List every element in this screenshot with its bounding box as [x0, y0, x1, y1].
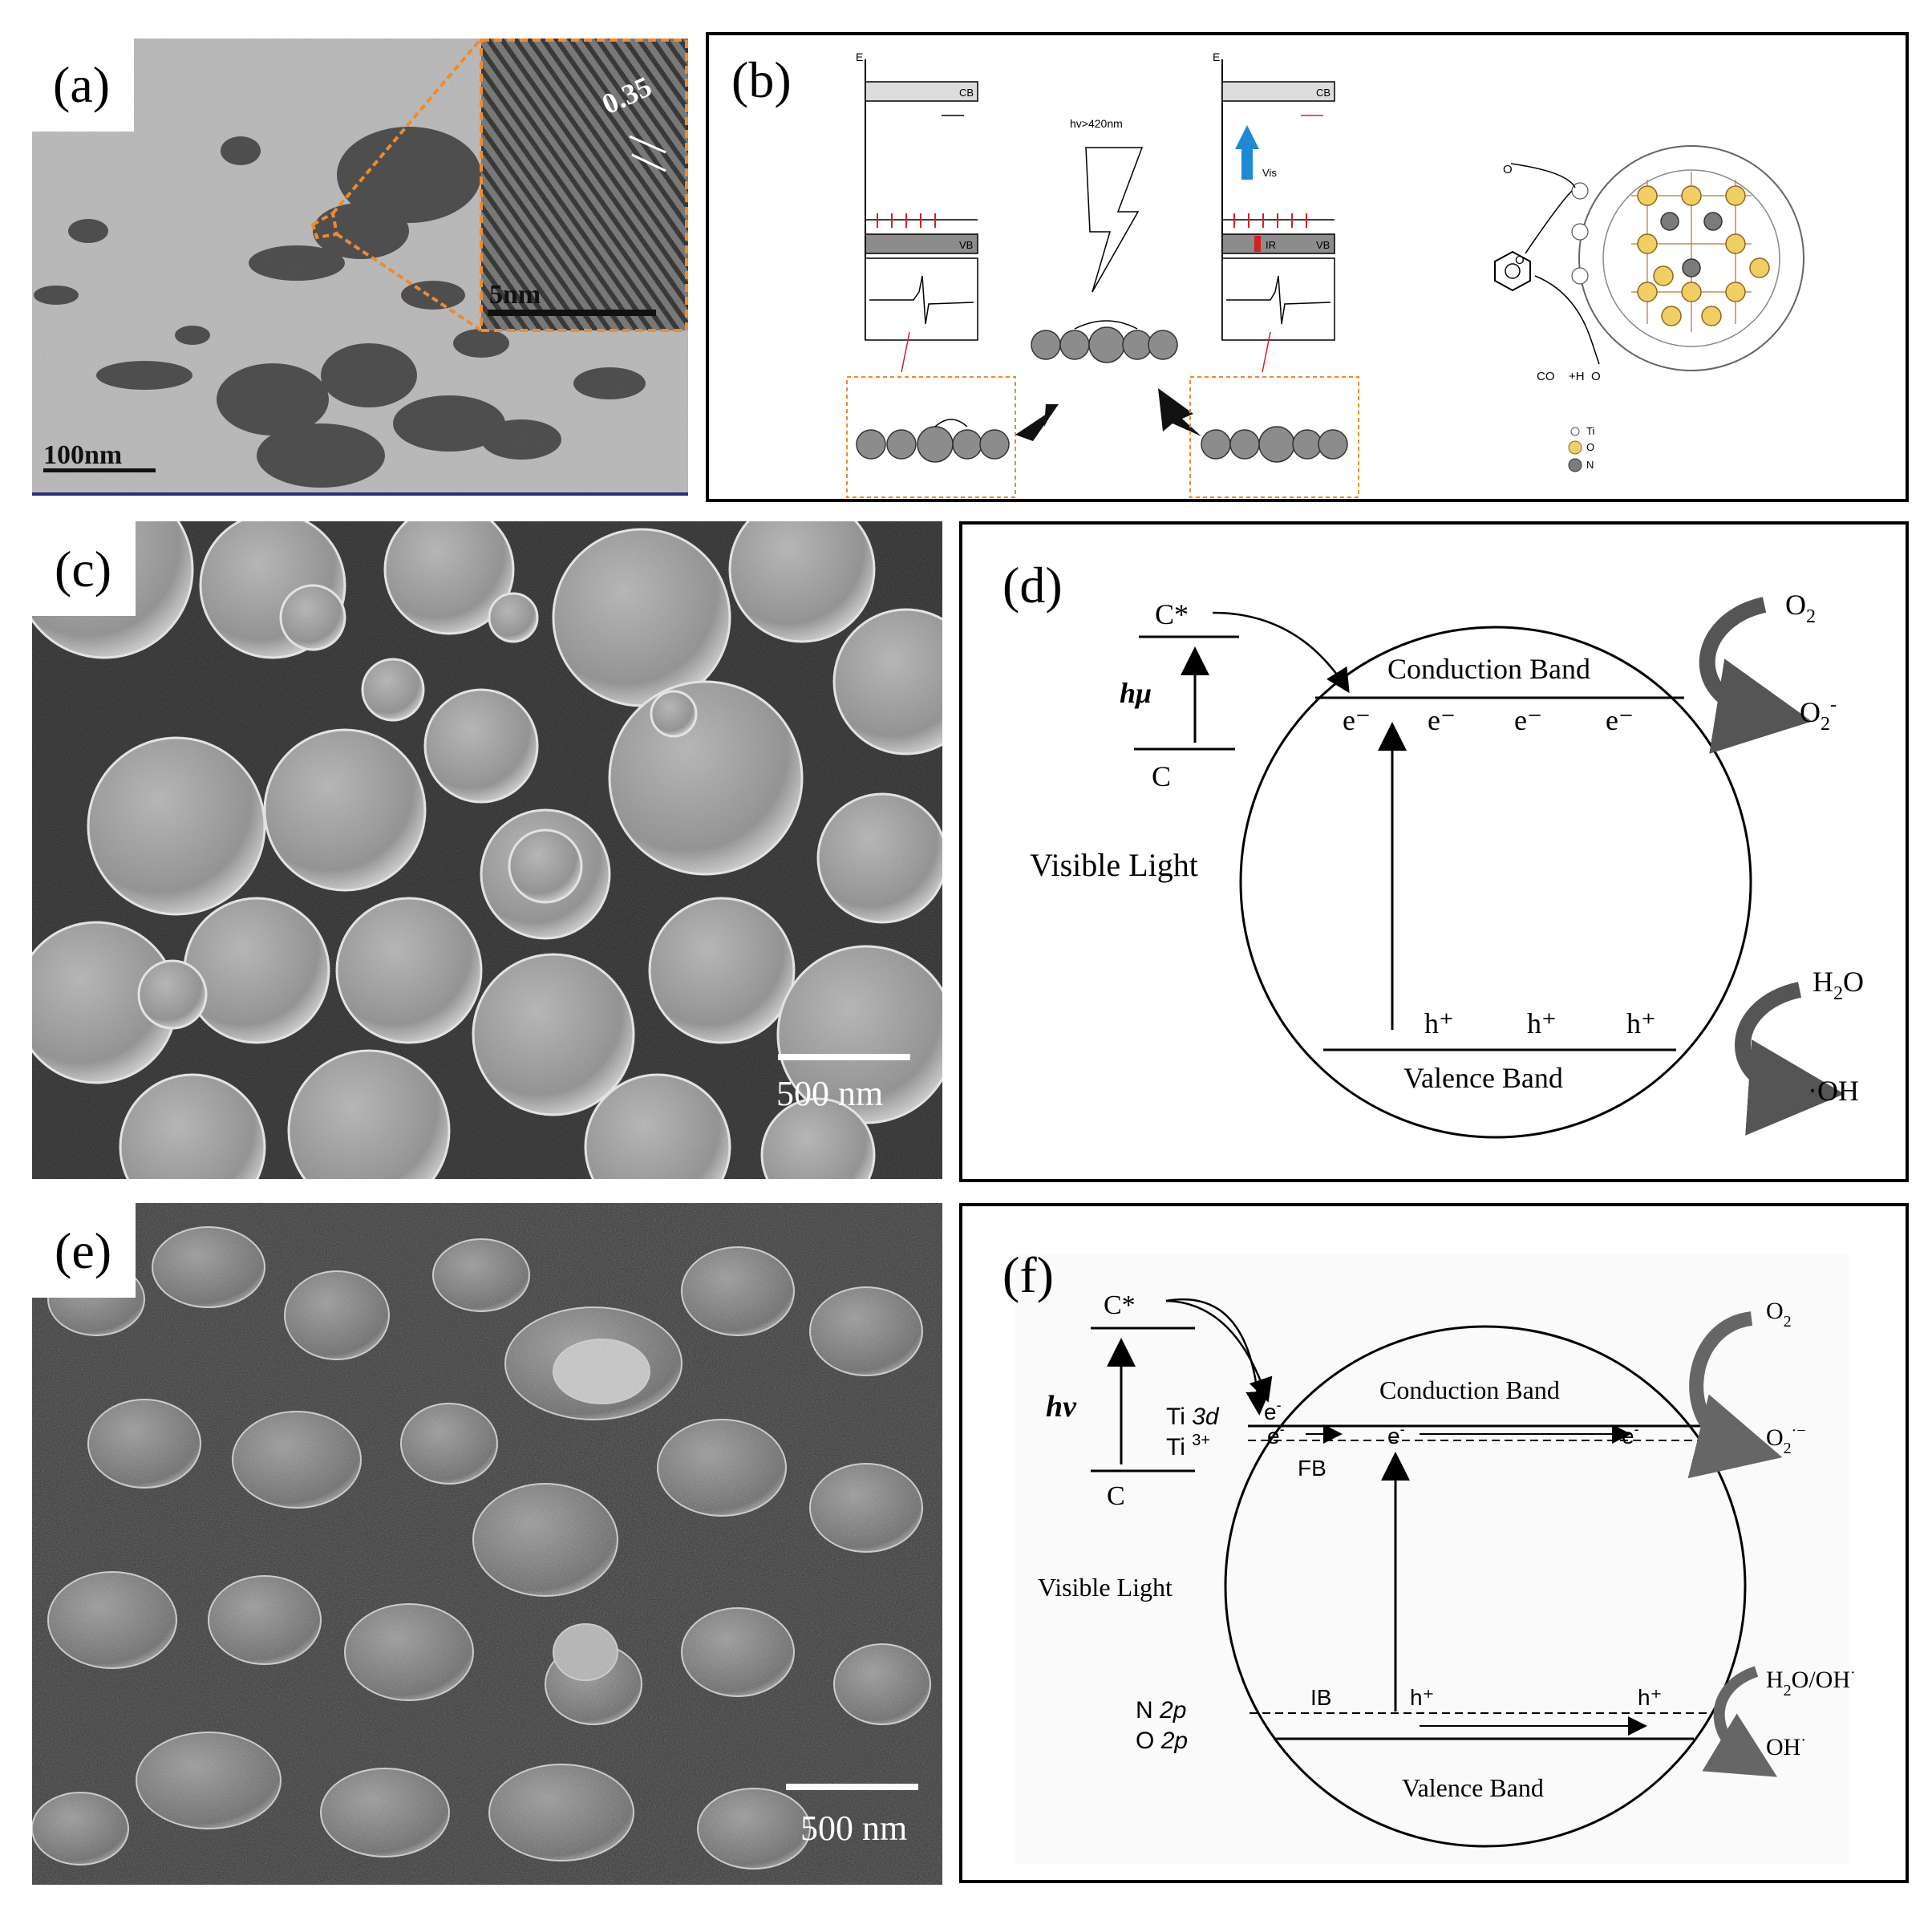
scalebar	[786, 1784, 918, 1790]
c-label: C	[1152, 760, 1171, 792]
conduction-band-label: Conduction Band	[1379, 1375, 1560, 1404]
svg-text:h⁺: h⁺	[1410, 1685, 1434, 1710]
svg-text:h⁺: h⁺	[1638, 1685, 1662, 1710]
o2-label: O2	[1785, 589, 1816, 627]
scale-label: 500 nm	[800, 1809, 907, 1848]
svg-text:e⁻: e⁻	[1343, 704, 1371, 736]
particle-clusters	[34, 127, 646, 488]
oxygen-reduction-arrow	[1699, 597, 1813, 754]
svg-text:E: E	[1213, 51, 1220, 63]
light-bolt: hv>420nm	[1031, 117, 1201, 436]
svg-text:e⁻: e⁻	[1606, 704, 1634, 736]
o2p-label: O 2p	[1136, 1728, 1188, 1754]
panel-d-band-diagram: C* C hμ Visible Light Conduction Band Va…	[959, 521, 1909, 1182]
svg-text:Ti: Ti	[1586, 425, 1594, 437]
panel-b-mechanism: E CB VB hv>420nm	[706, 32, 1909, 502]
svg-text:O: O	[1515, 253, 1525, 267]
svg-text:e-: e-	[1622, 1421, 1639, 1448]
panel-f-label: (f)	[1002, 1246, 1054, 1303]
particle-circle	[1224, 1325, 1747, 1848]
hrtem-inset: 0.35 5nm	[480, 38, 688, 332]
svg-text:e-: e-	[1387, 1421, 1405, 1448]
svg-text:E: E	[856, 51, 863, 63]
svg-text:IR: IR	[1266, 239, 1276, 251]
water-oxidation-arrow	[1735, 982, 1845, 1136]
zoom-callout	[310, 38, 483, 332]
panel-a-label: (a)	[32, 38, 135, 132]
visible-light-label: Visible Light	[1030, 847, 1198, 883]
panel-e-sem-image: 500 nm (e)	[32, 1203, 942, 1885]
h2o-label: H2O	[1813, 966, 1864, 1004]
atom-legend: Ti O N	[1568, 425, 1594, 472]
c-label: C	[1107, 1481, 1125, 1511]
panel-c-label: (c)	[32, 521, 136, 616]
scalebar	[778, 1054, 910, 1060]
svg-text:O: O	[1503, 163, 1513, 176]
panel-a-tem-image: 0.35 5nm 100nm (a)	[32, 38, 688, 496]
fb-label: FB	[1298, 1456, 1326, 1481]
svg-text:+H: +H	[1569, 370, 1585, 383]
o2-label: O2	[1766, 1298, 1792, 1331]
svg-text:hv>420nm: hv>420nm	[1070, 117, 1123, 130]
valence-band-label: Valence Band	[1403, 1062, 1563, 1094]
c-star-label: C*	[1104, 1290, 1136, 1320]
conduction-band-label: Conduction Band	[1387, 653, 1590, 685]
excitation-transfer-arrow	[1212, 611, 1350, 694]
svg-text:N: N	[1586, 459, 1594, 471]
main-scale-label: 100nm	[43, 440, 122, 470]
panel-b-label: (b)	[714, 40, 809, 120]
superoxide-label: O2·−	[1766, 1422, 1806, 1457]
h-mu-label: hμ	[1120, 677, 1152, 709]
c-star-label: C*	[1155, 598, 1189, 630]
sem-micrograph-spheres: 500 nm	[32, 521, 942, 1179]
svg-text:h⁺: h⁺	[1527, 1007, 1557, 1039]
sem-micrograph-irregular: 500 nm	[32, 1203, 942, 1885]
scale-label: 500 nm	[776, 1074, 883, 1113]
svg-text:e⁻: e⁻	[1514, 704, 1542, 736]
svg-text:e-: e-	[1264, 1397, 1282, 1424]
svg-text:h⁺: h⁺	[1424, 1007, 1454, 1039]
svg-text:CB: CB	[1316, 87, 1331, 99]
water-oxidation-arrow	[1702, 1666, 1777, 1777]
panel-d-label: (d)	[994, 544, 1071, 627]
h2o-oh-label: H2O/OH·	[1766, 1664, 1856, 1699]
panel-c-sem-image: 500 nm (c)	[32, 521, 942, 1179]
ti3plus-label: Ti 3+	[1166, 1432, 1210, 1460]
n2p-label: N 2p	[1136, 1697, 1186, 1724]
svg-text:e⁻: e⁻	[1428, 704, 1456, 736]
superoxide-label: O2-	[1800, 695, 1837, 735]
oxygen-reduction-arrow	[1687, 1311, 1783, 1479]
band-diagram-right: E CB Vis VB IR	[1189, 51, 1359, 498]
ib-label: IB	[1310, 1685, 1331, 1710]
svg-text:CB: CB	[959, 87, 974, 99]
tem-micrograph: 0.35 5nm 100nm	[32, 38, 688, 496]
degradation-sphere: O O CO +H O	[1494, 145, 1804, 383]
panel-e-label: (e)	[32, 1203, 136, 1298]
svg-text:VB: VB	[959, 239, 973, 251]
particle-circle	[1239, 626, 1752, 1139]
svg-text:h⁺: h⁺	[1626, 1007, 1656, 1039]
svg-text:VB: VB	[1316, 239, 1330, 251]
visible-light-label: Visible Light	[1038, 1573, 1173, 1602]
hv-label: hv	[1046, 1390, 1077, 1424]
panel-f-band-diagram: C* C hv Ti 3d Ti 3+ N 2p O 2p Visible Li…	[959, 1203, 1909, 1883]
valence-band-label: Valence Band	[1402, 1773, 1544, 1802]
svg-text:O: O	[1586, 441, 1594, 453]
band-diagram-left: E CB VB	[846, 51, 1059, 498]
main-scalebar	[43, 468, 156, 472]
svg-text:O: O	[1591, 370, 1601, 383]
svg-text:Vis: Vis	[1262, 167, 1277, 179]
svg-text:CO: CO	[1537, 370, 1555, 383]
hydroxyl-label: ·OH	[1808, 1075, 1859, 1107]
ti3d-label: Ti 3d	[1166, 1404, 1220, 1430]
hydroxyl-radical-label: OH·	[1766, 1732, 1806, 1760]
electrons: e- e- e- e-	[1264, 1397, 1639, 1448]
inset-scale-label: 5nm	[489, 280, 541, 310]
holes: h⁺ h⁺	[1410, 1685, 1662, 1710]
svg-text:e-: e-	[1267, 1421, 1285, 1448]
holes: h⁺ h⁺ h⁺	[1424, 1007, 1656, 1039]
electrons: e⁻ e⁻ e⁻ e⁻	[1343, 704, 1634, 736]
